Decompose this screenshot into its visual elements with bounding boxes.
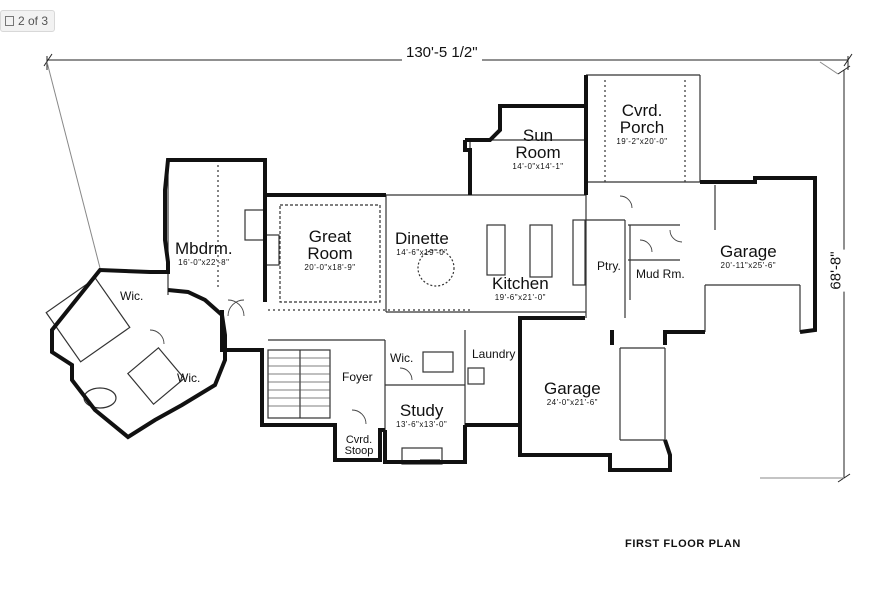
room-name: Cvrd. Porch — [619, 101, 665, 137]
exterior-walls — [50, 75, 817, 472]
room-dims: 24'-0"x21'-6" — [546, 398, 598, 407]
room-name: Study — [399, 401, 444, 420]
room-dinette: Dinette 14'-6"x19'-0" — [395, 230, 449, 257]
page-counter: 2 of 3 — [0, 10, 56, 32]
room-name: Great Room — [307, 227, 353, 263]
room-garage-main: Garage 24'-0"x21'-6" — [544, 380, 601, 407]
room-wic-lower: Wic. — [177, 372, 200, 384]
room-dims: 16'-0"x22'-8" — [178, 258, 230, 267]
overall-depth-label: 68'-8" — [827, 249, 845, 292]
room-name: Wic. — [120, 289, 144, 303]
room-name: Foyer — [342, 370, 373, 384]
room-garage-side: Garage 20'-11"x25'-6" — [720, 243, 777, 270]
room-study: Study 13'-6"x13'-0" — [396, 402, 447, 429]
room-sun-room: Sun Room 14'-0"x14'-1" — [510, 127, 566, 171]
room-name: Mud Rm. — [636, 267, 685, 281]
page-icon — [5, 16, 14, 26]
room-name: Sun Room — [515, 126, 561, 162]
room-dims: 19'-6"x21'-0" — [494, 293, 546, 302]
room-name: Wic. — [177, 371, 201, 385]
room-wic-hall: Wic. — [390, 352, 413, 364]
room-dims: 19'-2"x20'-0" — [616, 137, 668, 146]
room-name: Dinette — [395, 229, 449, 248]
room-cvrd-stoop: Cvrd. Stoop — [340, 435, 378, 457]
room-laundry: Laundry — [472, 348, 515, 360]
room-name: Wic. — [390, 351, 414, 365]
room-name: Mbdrm. — [175, 239, 233, 258]
room-name: Cvrd. Stoop — [344, 434, 374, 457]
room-name: Laundry — [472, 347, 516, 361]
room-dims: 13'-6"x13'-0" — [396, 420, 448, 429]
room-mbdrm: Mbdrm. 16'-0"x22'-8" — [175, 240, 233, 267]
stair-treads — [268, 357, 330, 407]
interior-walls — [45, 74, 801, 465]
room-dims: 14'-0"x14'-1" — [512, 162, 564, 171]
room-name: Garage — [720, 242, 777, 261]
room-dims: 20'-11"x25'-6" — [720, 261, 777, 270]
page-counter-label: 2 of 3 — [18, 14, 49, 28]
room-ptry: Ptry. — [597, 260, 621, 272]
room-name: Ptry. — [597, 259, 621, 273]
room-name: Garage — [544, 379, 601, 398]
room-foyer: Foyer — [342, 371, 373, 383]
room-wic-upper: Wic. — [120, 290, 143, 302]
room-mud-rm: Mud Rm. — [636, 268, 685, 280]
overall-width-label: 130'-5 1/2" — [402, 44, 482, 61]
room-dims: 14'-6"x19'-0" — [396, 248, 448, 257]
plan-caption: FIRST FLOOR PLAN — [625, 538, 741, 550]
door-swings — [149, 195, 683, 425]
room-dims: 20'-0"x18'-9" — [304, 263, 356, 272]
room-great-room: Great Room 20'-0"x18'-9" — [300, 228, 360, 272]
room-kitchen: Kitchen 19'-6"x21'-0" — [492, 275, 549, 302]
room-name: Kitchen — [492, 274, 549, 293]
room-cvrd-porch: Cvrd. Porch 19'-2"x20'-0" — [612, 102, 672, 146]
